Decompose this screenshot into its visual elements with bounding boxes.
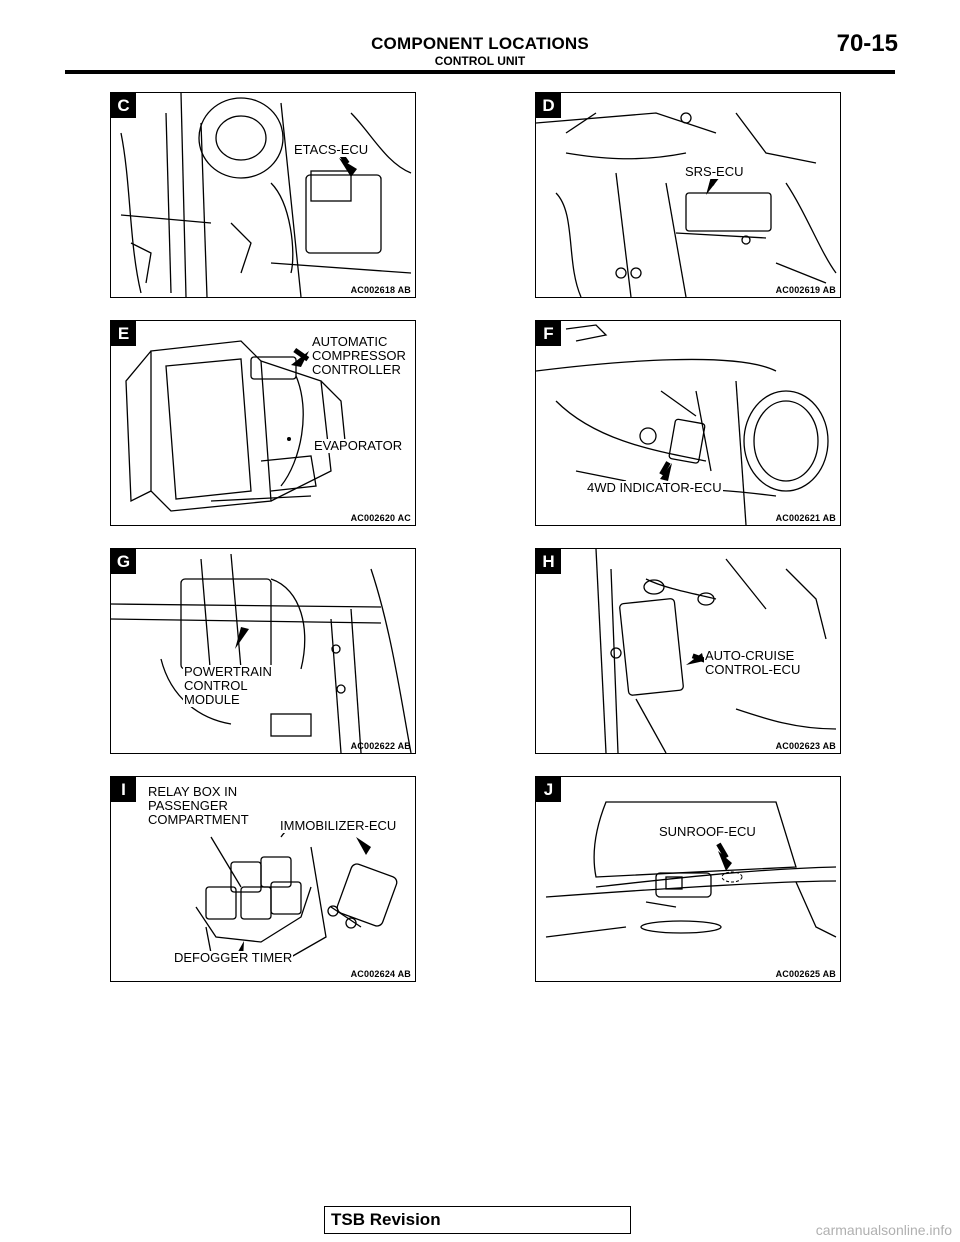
section-subtitle: CONTROL UNIT bbox=[434, 54, 526, 68]
panel-letter: H bbox=[536, 549, 561, 574]
panel-letter: D bbox=[536, 93, 561, 118]
figure-code: AC002622 AB bbox=[350, 741, 411, 751]
powertrain-control-module-illustration bbox=[111, 553, 412, 753]
callout-powertrain-control-module: POWERTRAIN CONTROL MODULE bbox=[183, 664, 273, 707]
panel-letter: I bbox=[111, 777, 136, 802]
auto-cruise-control-ecu-illustration bbox=[595, 549, 837, 753]
diagram-panel-f: F 4WD INDICATOR-ECU AC002621 AB bbox=[535, 320, 841, 526]
figure-code: AC002619 AB bbox=[775, 285, 836, 295]
diagram-panel-j: J SUNROOF-ECU AC002625 AB bbox=[535, 776, 841, 982]
figure-code: AC002624 AB bbox=[350, 969, 411, 979]
figure-code: AC002618 AB bbox=[350, 285, 411, 295]
diagram-panel-d: D SRS-ECU AC002619 AB bbox=[535, 92, 841, 298]
callout-relay-box: RELAY BOX IN PASSENGER COMPARTMENT bbox=[147, 784, 250, 827]
panel-letter: E bbox=[111, 321, 136, 346]
callout-etacs-ecu: ETACS-ECU bbox=[293, 142, 370, 157]
callout-srs-ecu: SRS-ECU bbox=[684, 164, 745, 179]
diagram-panel-i: I RELAY BOX IN PASSENGER COMPARTMENT IMM… bbox=[110, 776, 416, 982]
sunroof-ecu-illustration bbox=[545, 801, 837, 938]
callout-defogger-timer: DEFOGGER TIMER bbox=[173, 950, 294, 965]
tsb-revision-box: TSB Revision bbox=[324, 1206, 631, 1234]
watermark: carmanualsonline.info bbox=[815, 1222, 952, 1238]
diagram-panel-g: G POWERTRAIN CONTROL MODULE AC002622 AB bbox=[110, 548, 416, 754]
diagram-panel-c: C ETACS-ECU AC002618 AB bbox=[110, 92, 416, 298]
automatic-compressor-controller-illustration bbox=[125, 340, 347, 512]
srs-ecu-illustration bbox=[536, 112, 837, 297]
callout-immobilizer-ecu: IMMOBILIZER-ECU bbox=[279, 818, 398, 833]
callout-auto-cruise-control-ecu: AUTO-CRUISE CONTROL-ECU bbox=[704, 648, 802, 677]
callout-evaporator: EVAPORATOR bbox=[313, 438, 404, 453]
callout-automatic-compressor-controller: AUTOMATIC COMPRESSOR CONTROLLER bbox=[311, 334, 407, 377]
panel-letter: G bbox=[111, 549, 136, 574]
panel-letter: F bbox=[536, 321, 561, 346]
figure-code: AC002620 AC bbox=[350, 513, 411, 523]
figure-code: AC002625 AB bbox=[775, 969, 836, 979]
diagram-panel-e: E AUTOMATIC COMPRESSOR CONTROLLER EVAPOR… bbox=[110, 320, 416, 526]
callout-4wd-indicator-ecu: 4WD INDICATOR-ECU bbox=[586, 480, 723, 495]
figure-code: AC002621 AB bbox=[775, 513, 836, 523]
panel-letter: C bbox=[111, 93, 136, 118]
callout-sunroof-ecu: SUNROOF-ECU bbox=[658, 824, 757, 839]
figure-code: AC002623 AB bbox=[775, 741, 836, 751]
diagram-panel-h: H AUTO-CRUISE CONTROL-ECU AC002623 AB bbox=[535, 548, 841, 754]
panel-letter: J bbox=[536, 777, 561, 802]
etacs-ecu-illustration bbox=[120, 93, 412, 297]
header-rule bbox=[65, 70, 895, 74]
page-number: 70-15 bbox=[836, 30, 898, 57]
section-title: COMPONENT LOCATIONS bbox=[371, 34, 589, 53]
